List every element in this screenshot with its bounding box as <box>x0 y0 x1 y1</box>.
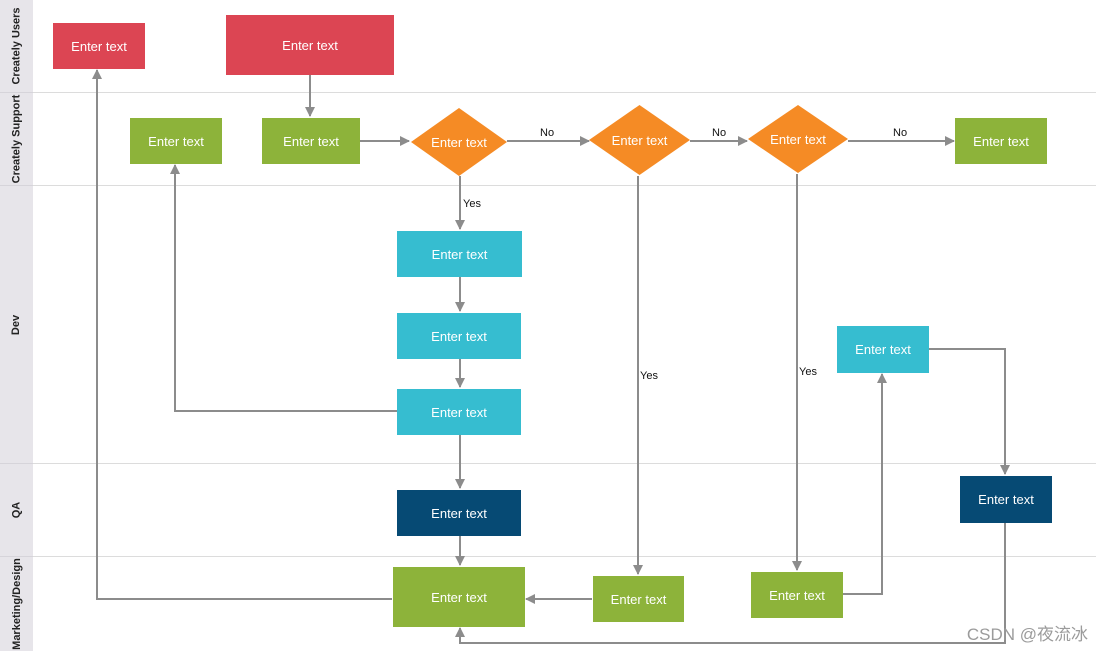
edge-label-no: No <box>893 127 908 139</box>
dev-task-3[interactable]: Enter text <box>397 389 521 435</box>
lane-header-marketing <box>0 557 33 651</box>
support-task-left[interactable]: Enter text <box>130 118 222 164</box>
decision-1[interactable]: Enter text <box>411 108 507 176</box>
decision-1-label: Enter text <box>431 134 487 150</box>
lane-divider <box>33 556 1096 557</box>
marketing-task-main[interactable]: Enter text <box>393 567 525 627</box>
edge-label-no: No <box>712 127 727 139</box>
connector-dev-right-to-qa <box>929 348 1010 475</box>
edge-label-yes: Yes <box>640 370 658 382</box>
dev-task-1[interactable]: Enter text <box>397 231 522 277</box>
decision-shape <box>589 105 690 175</box>
watermark: CSDN @夜流冰 <box>966 625 1088 644</box>
qa-task-right[interactable]: Enter text <box>960 476 1052 523</box>
lane-header-qa <box>0 464 33 557</box>
support-task-end[interactable]: Enter text <box>955 118 1047 164</box>
connector-dev3-to-support-left <box>170 164 397 412</box>
edge-label-yes: Yes <box>463 198 481 210</box>
lane-divider <box>33 185 1096 186</box>
lane-header-support <box>0 93 33 186</box>
marketing-task-right[interactable]: Enter text <box>751 572 843 618</box>
lane-divider <box>33 463 1096 464</box>
marketing-task-mid[interactable]: Enter text <box>593 576 684 622</box>
connector-marketing-to-users <box>92 69 392 600</box>
connector-marketing-right-to-dev <box>843 373 887 595</box>
decision-3-label: Enter text <box>770 131 826 147</box>
decision-shape <box>411 108 507 176</box>
decision-3[interactable]: Enter text <box>748 105 848 173</box>
decision-2-label: Enter text <box>611 132 668 148</box>
edge-label-no: No <box>540 127 555 139</box>
lane-header-dev <box>0 186 33 464</box>
decision-2[interactable]: Enter text <box>589 105 690 175</box>
dev-task-right[interactable]: Enter text <box>837 326 929 373</box>
support-task-main[interactable]: Enter text <box>262 118 360 164</box>
qa-task-center[interactable]: Enter text <box>397 490 521 536</box>
lane-divider <box>33 92 1096 93</box>
decision-shape <box>748 105 848 173</box>
edge-label-yes: Yes <box>799 366 817 378</box>
connector-qa-right-to-marketing <box>455 523 1006 644</box>
users-task-right[interactable]: Enter text <box>226 15 394 75</box>
dev-task-2[interactable]: Enter text <box>397 313 521 359</box>
users-task-left[interactable]: Enter text <box>53 23 145 69</box>
lane-header-users <box>0 0 33 93</box>
